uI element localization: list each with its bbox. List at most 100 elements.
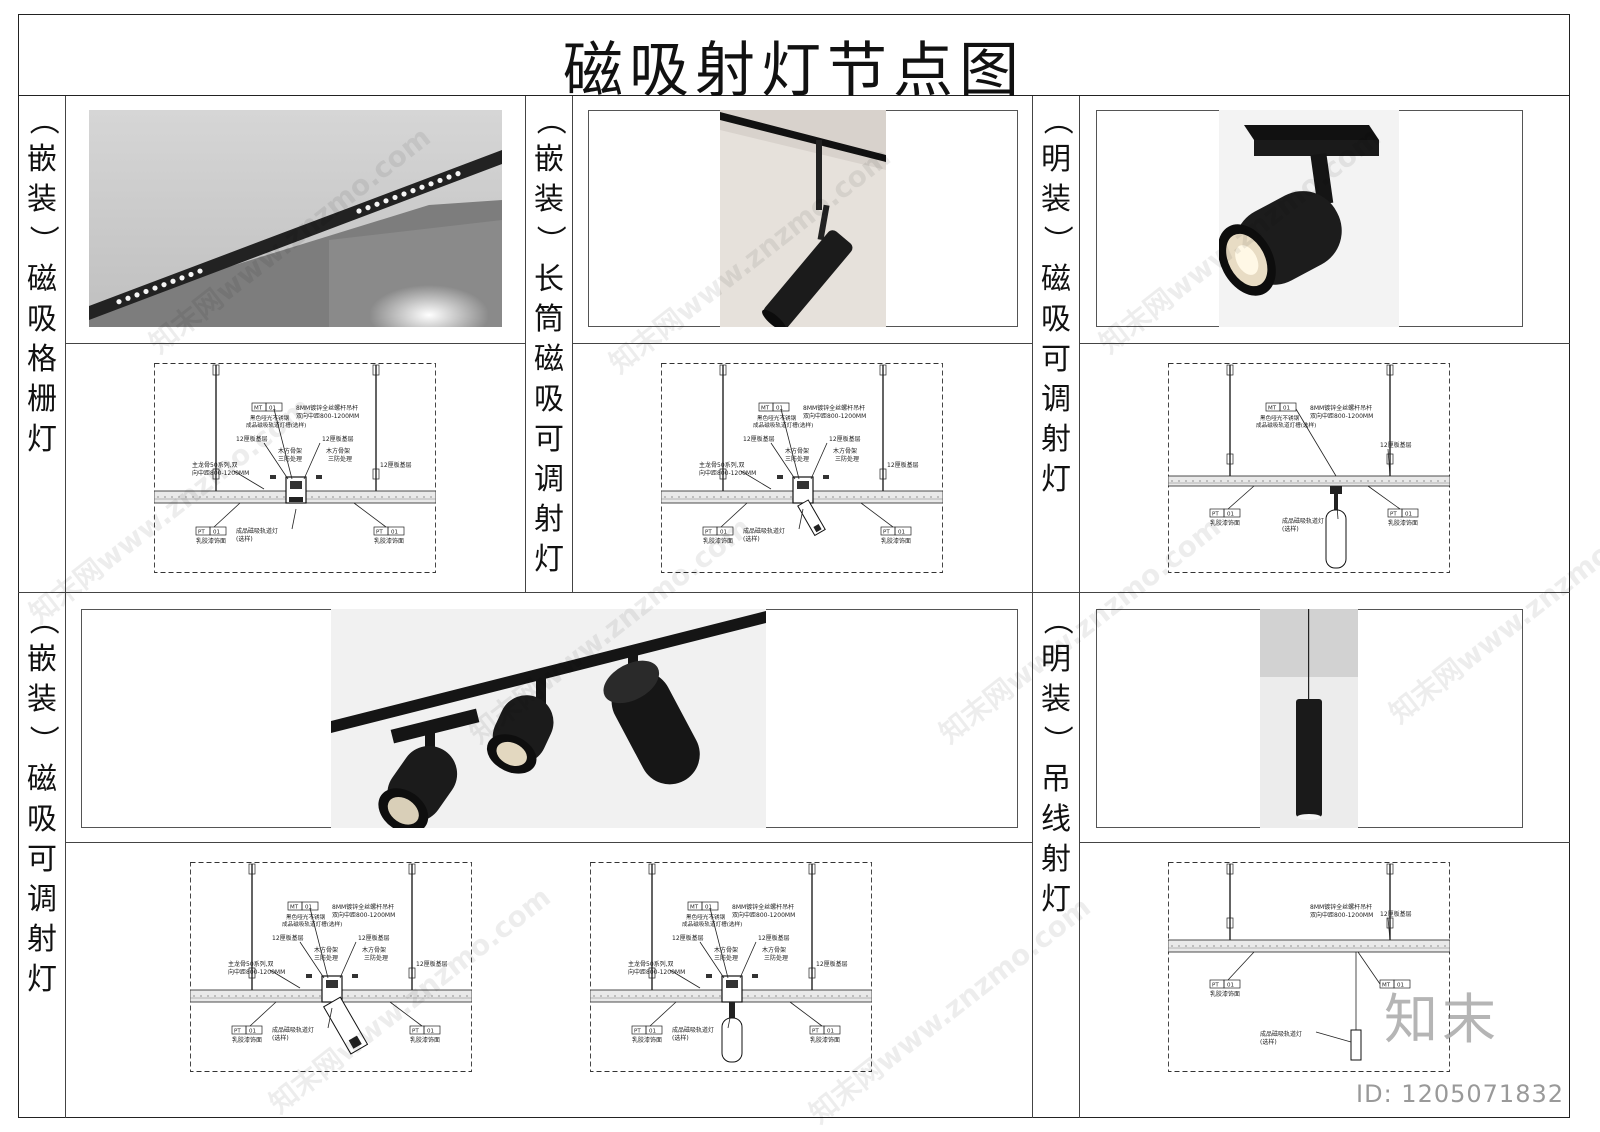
hatch-dot <box>775 995 777 997</box>
hatch-dot <box>445 995 447 997</box>
photo-long-tube-spotlight <box>720 110 886 327</box>
annotation-text: 三防处理 <box>835 455 859 463</box>
hatch-dot <box>213 496 215 498</box>
hatch-dot <box>768 995 770 997</box>
label-char: （ <box>25 605 60 635</box>
annotation-text: 三防处理 <box>364 954 388 962</box>
hatch-dot <box>1325 480 1327 482</box>
hatch-dot <box>248 496 250 498</box>
led-dot <box>365 205 371 211</box>
led-dot <box>437 177 443 184</box>
label-char: 灯 <box>1041 462 1071 497</box>
track-body <box>290 481 302 489</box>
hatch-dot <box>1332 945 1334 947</box>
rod-clamp <box>1386 364 1394 376</box>
rod-clamp <box>408 863 416 875</box>
grid-line <box>65 96 66 1118</box>
hatch-dot <box>831 995 833 997</box>
spotlight-lens <box>813 524 822 533</box>
hatch-dot <box>1409 480 1411 482</box>
asset-id: ID: 1205071832 <box>1356 1080 1564 1108</box>
hatch-dot <box>360 496 362 498</box>
leader-line <box>249 1001 277 1027</box>
annotation-text: 成品磁吸轨道灯槽(选样) <box>753 421 813 429</box>
leader-line <box>269 969 301 989</box>
hatch-dot <box>930 496 932 498</box>
hatch-dot <box>1437 480 1439 482</box>
label-char: ） <box>532 225 567 255</box>
rod-clamp <box>879 364 887 376</box>
photo-pendant-spotlight <box>1260 609 1358 828</box>
hatch-dot <box>305 995 307 997</box>
hatch-dot <box>1409 945 1411 947</box>
tag-box <box>701 901 719 911</box>
leader-line <box>233 470 265 490</box>
tag-box <box>265 402 283 412</box>
hatch-dot <box>1304 480 1306 482</box>
annotation-text: 木方骨架 <box>833 447 857 455</box>
hatch-dot <box>607 995 609 997</box>
leader-line <box>263 442 289 480</box>
hatch-dot <box>235 995 237 997</box>
rod-clamp <box>719 364 727 376</box>
label-char: 调 <box>534 462 564 497</box>
hatch-dot <box>1206 480 1208 482</box>
hatch-dot <box>705 995 707 997</box>
spotlight-lens <box>348 1035 362 1049</box>
hatch-dot <box>1269 945 1271 947</box>
hatch-dot <box>332 496 334 498</box>
hatch-dot <box>670 995 672 997</box>
leader-line <box>709 907 729 979</box>
detail-border <box>590 862 872 1072</box>
hatch-dot <box>157 496 159 498</box>
led-dot <box>125 295 131 301</box>
hatch-dot <box>298 995 300 997</box>
annotation-text: 木方骨架 <box>785 447 809 455</box>
hatch-dot <box>311 496 313 498</box>
hatch-dot <box>1297 945 1299 947</box>
hatch-dot <box>242 995 244 997</box>
grid-line <box>525 96 526 592</box>
annotation-text: MT <box>254 406 263 412</box>
hatch-dot <box>353 496 355 498</box>
label-char: 磁 <box>27 762 57 797</box>
hatch-dot <box>810 995 812 997</box>
annotation-text: 12厘板基层 <box>829 435 861 443</box>
label-char: 调 <box>27 882 57 917</box>
hatch-dot <box>734 496 736 498</box>
grid-line <box>1079 343 1570 344</box>
hatch-dot <box>706 496 708 498</box>
label-char: 装 <box>1041 682 1071 717</box>
hatch-dot <box>1234 480 1236 482</box>
hatch-dot <box>430 496 432 498</box>
leader-line <box>213 502 241 528</box>
hatch-dot <box>1430 480 1432 482</box>
tag-box <box>772 402 790 412</box>
annotation-text: 01 <box>1397 983 1404 989</box>
leader-line <box>699 941 725 979</box>
grid-line <box>572 96 573 592</box>
track-body <box>797 481 809 489</box>
rod-clamp <box>372 468 380 480</box>
led-dot <box>392 194 398 201</box>
hatch-dot <box>375 995 377 997</box>
annotation-text: 黑色哑光不锈钢 <box>250 414 290 422</box>
hatch-dot <box>214 995 216 997</box>
annotation-text: PT <box>1212 512 1219 518</box>
annotation-text: 12厘板基层 <box>743 435 775 443</box>
hatch-dot <box>1325 945 1327 947</box>
hatch-dot <box>1402 480 1404 482</box>
annotation-text: 01 <box>269 406 276 412</box>
led-dot <box>410 188 416 194</box>
rod-clamp <box>1226 863 1234 875</box>
leader-line <box>1387 448 1391 477</box>
annotation-text: 主龙骨50系列,双 <box>192 461 238 469</box>
leader-line <box>1315 1031 1352 1043</box>
spotlight-body <box>797 499 826 537</box>
annotation-text: 双向中距800-1200MM <box>1310 412 1373 420</box>
hatch-dot <box>692 496 694 498</box>
annotation-text: PT <box>705 530 712 536</box>
hatch-dot <box>1311 480 1313 482</box>
annotation-text: PT <box>198 530 205 536</box>
